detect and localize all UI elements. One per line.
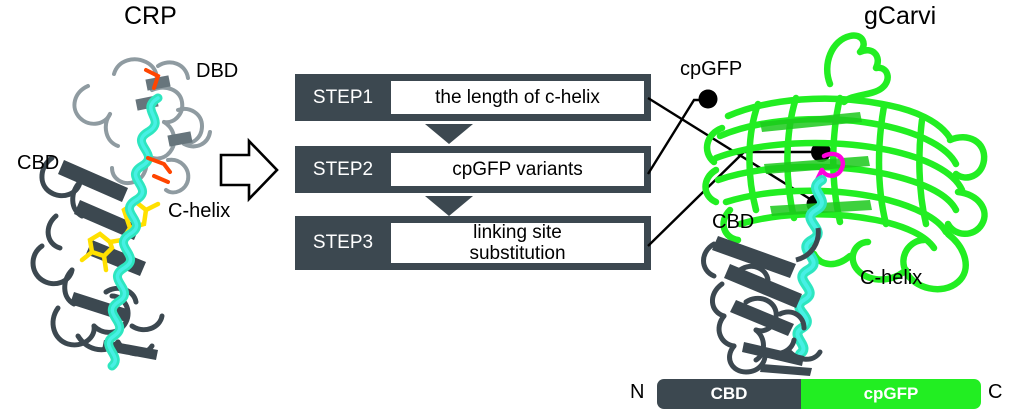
flow-arrow-1 [425,124,473,144]
step-3-tag: STEP3 [297,218,389,268]
step-box-3[interactable]: STEP3 linking site substitution [295,216,651,270]
crp-dbd-label: DBD [196,60,239,82]
gcarvi-chelix-label: C-helix [860,267,923,289]
gcarvi-cpgfp-label: cpGFP [680,58,743,80]
gcarvi-structure [701,32,988,376]
step-box-2[interactable]: STEP2 cpGFP variants [295,146,651,193]
flow-arrow-2 [425,196,473,216]
crp-chelix-label: C-helix [168,200,231,222]
crp-ribbon-group [30,57,212,371]
gcarvi-ribbon-group [701,32,988,376]
dbd-ribbons [72,57,212,195]
step-1-tag: STEP1 [297,76,389,119]
step-3-text: linking site substitution [389,221,646,265]
cbd-helix-link [795,227,821,263]
legend-segment-cpgfp: cpGFP [801,379,981,409]
right-block-arrow-shape [219,137,279,203]
camp-ligand [79,199,161,273]
right-block-arrow [219,137,279,203]
highlight-residues [144,68,172,184]
c-terminus-label: C [988,381,1003,403]
cbd-beta-sheets-right [712,236,812,376]
n-terminus-label: N [630,381,645,403]
gcarvi-title: gCarvi [864,2,937,30]
step-box-1[interactable]: STEP1 the length of c-helix [295,74,651,121]
step-1-text: the length of c-helix [389,79,646,116]
dot-cpgfp [698,89,718,109]
sequence-legend-bar: CBD cpGFP [657,379,981,409]
crp-structure [30,57,212,371]
cbd-ribbons-right [701,241,823,375]
c-helix-ribbon [104,93,163,371]
gcarvi-cbd-label: CBD [712,211,755,233]
cpgfp-sheet-shading [760,112,872,216]
crp-title: CRP [124,2,177,30]
crp-cbd-label: CBD [17,152,60,174]
dbd-sheets [135,75,193,147]
legend-segment-cbd: CBD [657,379,801,409]
step-2-tag: STEP2 [297,148,389,191]
cbd-beta-sheets [58,160,158,360]
step-2-text: cpGFP variants [389,151,646,188]
